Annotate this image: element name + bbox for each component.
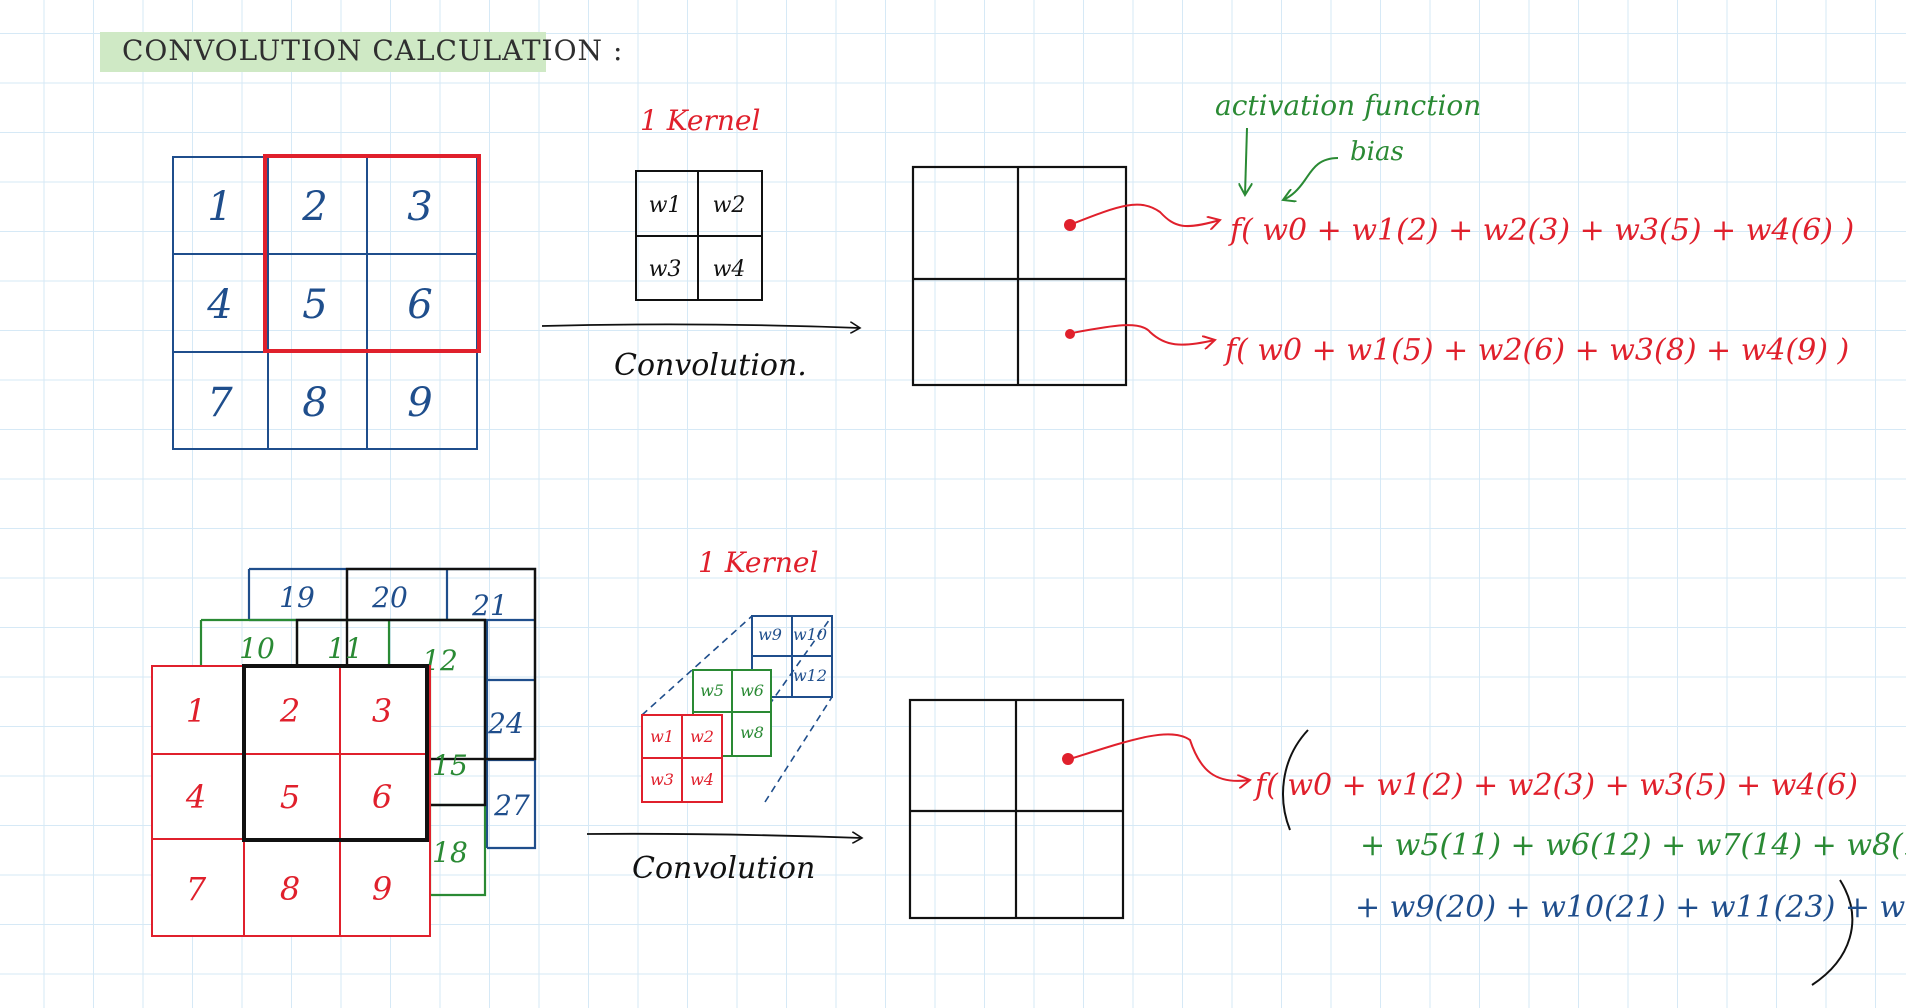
top-cell-7: 7 bbox=[207, 380, 233, 426]
kernel-blue-layer bbox=[751, 615, 833, 698]
activation-arrow bbox=[1245, 127, 1247, 195]
kernel-red-lines bbox=[642, 715, 722, 802]
kernel-w1: w1 bbox=[650, 727, 674, 746]
top-kernel bbox=[635, 170, 763, 301]
kernel-w9: w9 bbox=[758, 625, 782, 644]
bottom-window-red bbox=[242, 664, 429, 842]
title-highlight bbox=[100, 32, 546, 72]
top-cell-3: 3 bbox=[407, 184, 432, 230]
red-cell-2: 2 bbox=[279, 692, 300, 730]
bias-label: bias bbox=[1350, 137, 1404, 167]
red-cell-5: 5 bbox=[280, 778, 300, 816]
bottom-layer-red bbox=[151, 665, 431, 937]
red-cell-4: 4 bbox=[185, 778, 206, 816]
kernel-w8: w8 bbox=[740, 723, 764, 742]
bottom-formula-line-2: + w5(11) + w6(12) + w7(14) + w8(15) bbox=[1360, 828, 1906, 863]
green-cell-10: 10 bbox=[239, 632, 275, 665]
top-kernel-title: 1 Kernel bbox=[640, 104, 760, 137]
bias-arrow bbox=[1283, 157, 1339, 200]
blue-cell-21: 21 bbox=[471, 589, 508, 622]
kernel-w3: w3 bbox=[650, 770, 674, 789]
top-kernel-w1: w1 bbox=[649, 193, 682, 218]
bottom-output-grid bbox=[908, 698, 1125, 920]
top-convolution-label: Convolution. bbox=[614, 348, 807, 383]
top-cell-2: 2 bbox=[301, 184, 327, 230]
bottom-formula-line-1: f( w0 + w1(2) + w2(3) + w3(5) + w4(6) bbox=[1253, 768, 1858, 803]
top-output-dot-1 bbox=[1064, 219, 1076, 231]
red-cell-8: 8 bbox=[280, 870, 300, 908]
top-cell-5: 5 bbox=[302, 282, 327, 328]
kernel-w12: w12 bbox=[793, 666, 827, 685]
bottom-convolution-label: Convolution bbox=[632, 851, 815, 886]
top-cell-8: 8 bbox=[302, 380, 327, 426]
bottom-formula-line-3: + w9(20) + w10(21) + w11(23) + w12(24) ) bbox=[1355, 890, 1906, 925]
green-cell-11: 11 bbox=[327, 632, 363, 665]
top-cell-1: 1 bbox=[207, 184, 232, 230]
activation-function-label: activation function bbox=[1215, 89, 1481, 122]
kernel-w5: w5 bbox=[700, 681, 724, 700]
top-kernel-w3: w3 bbox=[649, 257, 682, 282]
top-formula-2: f( w0 + w1(5) + w2(6) + w3(8) + w4(9) ) bbox=[1223, 333, 1849, 368]
bottom-arrow bbox=[1069, 733, 1250, 781]
blue-cell-19: 19 bbox=[279, 581, 315, 614]
blue-cell-27: 27 bbox=[493, 789, 530, 822]
top-kernel-w2: w2 bbox=[713, 193, 746, 218]
kernel-green-lines bbox=[693, 670, 771, 756]
red-cell-1: 1 bbox=[186, 692, 206, 730]
page-title: CONVOLUTION CALCULATION : bbox=[122, 34, 624, 67]
bottom-output-dot bbox=[1062, 753, 1074, 765]
formula-close-paren bbox=[1811, 879, 1854, 986]
kernel-w2: w2 bbox=[690, 727, 714, 746]
blue-cell-24: 24 bbox=[487, 707, 524, 740]
top-cell-6: 6 bbox=[407, 282, 432, 328]
top-output-dot-2 bbox=[1065, 329, 1075, 339]
red-cell-9: 9 bbox=[372, 870, 392, 908]
kernel-w10: w10 bbox=[793, 625, 827, 644]
top-kernel-w4: w4 bbox=[713, 257, 746, 282]
top-cell-9: 9 bbox=[407, 380, 432, 426]
top-arrow-2 bbox=[1071, 324, 1215, 345]
red-cell-3: 3 bbox=[372, 692, 392, 730]
bottom-convolution-arrow bbox=[586, 834, 862, 838]
blue-cell-20: 20 bbox=[371, 581, 408, 614]
bottom-kernel-title: 1 Kernel bbox=[698, 546, 818, 579]
top-window-highlight bbox=[263, 154, 481, 353]
top-output-grid bbox=[911, 165, 1128, 387]
top-arrow-1 bbox=[1071, 203, 1220, 226]
top-cell-4: 4 bbox=[206, 282, 232, 328]
kernel-w4: w4 bbox=[690, 770, 714, 789]
green-cell-15: 15 bbox=[432, 749, 468, 782]
red-cell-7: 7 bbox=[186, 870, 207, 908]
red-cell-6: 6 bbox=[372, 778, 392, 816]
formula-open-paren bbox=[1282, 729, 1309, 831]
green-cell-18: 18 bbox=[432, 836, 468, 869]
top-formula-1: f( w0 + w1(2) + w2(3) + w3(5) + w4(6) ) bbox=[1228, 213, 1854, 248]
top-convolution-arrow bbox=[541, 324, 860, 328]
kernel-w6: w6 bbox=[740, 681, 764, 700]
